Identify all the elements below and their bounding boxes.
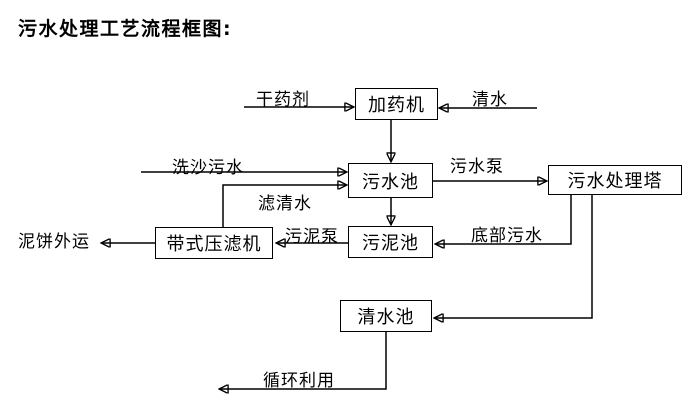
node-sewage-pool: 污水池	[348, 163, 433, 198]
node-sludge-pool: 污泥池	[348, 226, 433, 258]
edge-label-sewage-pump: 污水泵	[450, 157, 504, 177]
arrow-tower-to-clean-water-pool	[435, 195, 593, 318]
node-clean-water-pool: 清水池	[340, 300, 432, 332]
edge-label-sand-washing-sewage: 洗沙污水	[172, 158, 244, 178]
edge-label-bottom-sewage: 底部污水	[471, 226, 543, 246]
edge-label-dry-agent: 干药剂	[256, 90, 310, 110]
edge-label-sludge-pump: 污泥泵	[285, 227, 339, 247]
edge-label-filtered-water: 滤清水	[258, 194, 312, 214]
arrow-bottom-sewage	[436, 195, 572, 244]
edge-label-clean-water: 清水	[472, 90, 508, 110]
node-belt-filter-press: 带式压滤机	[155, 227, 273, 259]
diagram-title: 污水处理工艺流程框图:	[18, 18, 233, 40]
arrow-filtered-water	[222, 185, 346, 227]
edge-label-recycling: 循环利用	[263, 371, 335, 391]
edge-label-mud-cake-outbound: 泥饼外运	[18, 232, 90, 252]
arrow-recycling	[220, 332, 387, 389]
node-dosing-machine: 加药机	[355, 88, 438, 120]
node-sewage-treatment-tower: 污水处理塔	[548, 165, 682, 195]
